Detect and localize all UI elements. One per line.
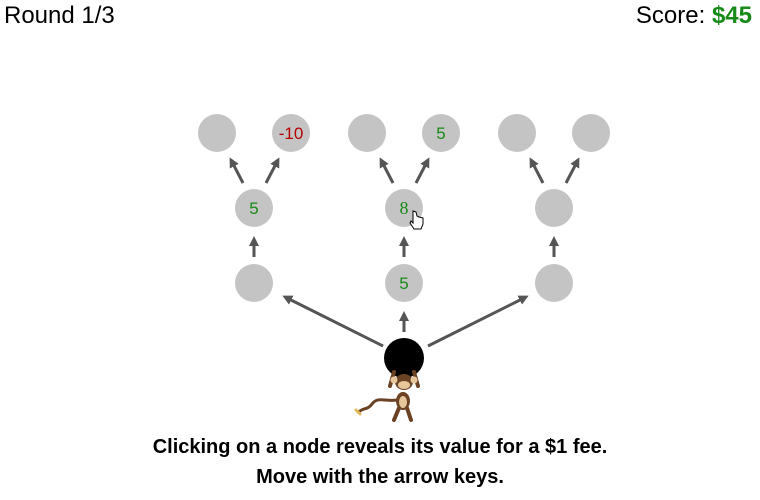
node-value: 8: [400, 198, 409, 218]
node-value: 5: [399, 274, 408, 293]
score-display: Score: $45: [636, 2, 752, 30]
node-l3-right-b[interactable]: [572, 114, 610, 152]
node-l1-right[interactable]: [535, 264, 573, 302]
edge-arrow: [427, 295, 529, 348]
node-l2-left[interactable]: 5: [235, 189, 273, 227]
node-l3-mid-b[interactable]: 5: [422, 114, 460, 152]
score-value: $45: [711, 2, 752, 29]
node-value: -10: [279, 124, 304, 143]
node-value: 5: [249, 199, 258, 218]
node-l2-right[interactable]: [535, 189, 573, 227]
node-l3-left-a[interactable]: [198, 114, 236, 152]
edge-arrow: [282, 295, 384, 348]
start-node[interactable]: [384, 338, 424, 378]
edge-arrow: [564, 157, 580, 184]
node-l3-right-a[interactable]: [498, 114, 536, 152]
node-l1-mid[interactable]: 5: [385, 264, 423, 302]
edge-arrow: [229, 157, 245, 184]
node-l3-left-b[interactable]: -10: [272, 114, 310, 152]
hand-pointer-icon: [409, 210, 424, 230]
node-value: 5: [436, 124, 445, 143]
score-label: Score:: [635, 2, 706, 29]
monkey-icon: [354, 370, 420, 422]
node-l1-left[interactable]: [235, 264, 273, 302]
instruction-line-controls: Move with the arrow keys.: [256, 466, 504, 488]
game-board: -10 5 5 8 5: [198, 114, 610, 422]
edge-arrow: [414, 157, 430, 184]
edge-arrows: [229, 157, 580, 348]
round-indicator: Round 1/3: [4, 2, 115, 29]
edge-arrow: [379, 157, 395, 184]
edge-arrow: [529, 157, 545, 184]
node-l3-mid-a[interactable]: [348, 114, 386, 152]
instruction-line-fee: Clicking on a node reveals its value for…: [152, 436, 608, 458]
edge-arrow: [264, 157, 280, 184]
